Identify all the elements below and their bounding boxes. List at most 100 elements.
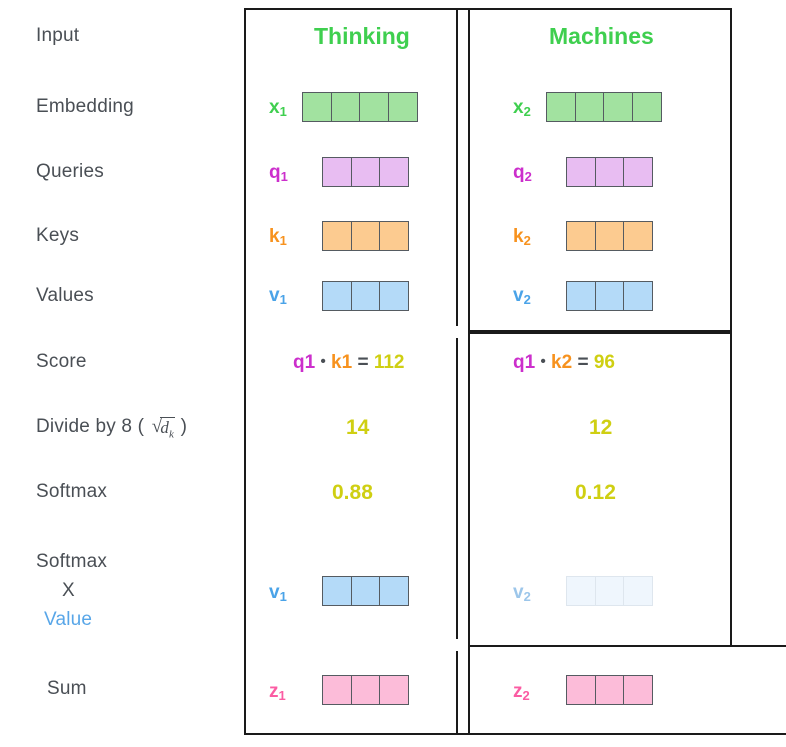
- vector-label-q1-name: q: [269, 162, 281, 183]
- vector-cell: [322, 157, 352, 187]
- vector-cell: [546, 92, 576, 122]
- score-k-term: k1: [331, 352, 352, 373]
- column-divider-lower: [468, 645, 470, 735]
- vector-cell: [350, 576, 381, 606]
- vector-cell: [566, 157, 596, 187]
- vector-label-v2-index: 2: [523, 292, 531, 307]
- vector-label-v1-index: 1: [279, 292, 287, 307]
- vector-cell: [566, 675, 596, 705]
- vector-cell: [350, 281, 381, 311]
- vector-label-k1: k1: [269, 226, 287, 248]
- vector-label-q2: q2: [513, 162, 532, 184]
- vector-label-v1-weighted: v1: [269, 582, 287, 604]
- score-k-index: 1: [341, 352, 353, 373]
- radical-sign: √: [151, 416, 163, 437]
- vector-label-v2-weighted: v2: [513, 582, 531, 604]
- vector-cell: [623, 221, 653, 251]
- vector-label-z2-index: 2: [522, 688, 530, 703]
- row-label-input: Input: [36, 25, 80, 46]
- vector-cells-v2-weighted: [566, 576, 653, 606]
- equals-sign: =: [577, 352, 589, 373]
- vector-label-x1: x1: [269, 97, 287, 119]
- divided-score-col2: 12: [589, 416, 613, 439]
- vector-label-k2-index: 2: [523, 233, 531, 248]
- vector-cell: [350, 221, 381, 251]
- vector-label-v1-name: v: [269, 285, 280, 306]
- softmax-value-line2: X: [62, 580, 75, 601]
- softmax-value-line3: Value: [44, 609, 93, 630]
- vector-cell: [594, 675, 625, 705]
- score-q-term: q1: [293, 352, 315, 373]
- score-k-index: 2: [561, 352, 573, 373]
- vector-cell: [322, 221, 352, 251]
- row-label-score: Score: [36, 351, 87, 372]
- vector-cell: [322, 281, 352, 311]
- vector-label-z2: z2: [513, 681, 530, 703]
- vector-label-x1-index: 1: [279, 104, 287, 119]
- vector-cell: [379, 576, 409, 606]
- vector-label-v2-name: v: [513, 285, 524, 306]
- thinking-column-outline: [244, 8, 470, 735]
- score-q-name: q: [293, 352, 305, 373]
- softmax-value-col1: 0.88: [332, 481, 373, 504]
- row-label-values: Values: [36, 285, 94, 306]
- vector-cell: [623, 157, 653, 187]
- vector-cell: [379, 221, 409, 251]
- score-k-term: k2: [551, 352, 572, 373]
- vector-label-k2: k2: [513, 226, 531, 248]
- vector-cell: [603, 92, 633, 122]
- score-k-name: k: [551, 352, 562, 373]
- vector-label-k1-name: k: [269, 226, 280, 247]
- score-q-index: 1: [304, 352, 316, 373]
- divided-score-col1: 14: [346, 416, 370, 439]
- vector-cell: [623, 576, 653, 606]
- vector-label-v2w-name: v: [513, 582, 524, 603]
- vector-cell: [350, 675, 381, 705]
- vector-cells-q2: [566, 157, 653, 187]
- row-label-keys: Keys: [36, 225, 80, 246]
- vector-cell: [379, 281, 409, 311]
- vector-cell: [594, 221, 625, 251]
- vector-cell: [623, 281, 653, 311]
- row-label-sum: Sum: [47, 678, 87, 699]
- vector-cell: [330, 92, 361, 122]
- row-label-softmax: Softmax: [36, 481, 108, 502]
- outline-merge-mask-1: [458, 10, 468, 330]
- vector-cell: [379, 675, 409, 705]
- vector-cells-k2: [566, 221, 653, 251]
- vector-label-z1-name: z: [269, 681, 279, 702]
- divide-suffix: ): [180, 416, 188, 437]
- vector-cell: [359, 92, 389, 122]
- row-label-softmax-times-value: Softmax X Value: [36, 547, 107, 634]
- column-header-thinking: Thinking: [314, 23, 410, 49]
- vector-cell: [594, 576, 625, 606]
- vector-cell: [350, 157, 381, 187]
- vector-cell: [322, 675, 352, 705]
- vector-label-v2w-index: 2: [523, 589, 531, 604]
- vector-label-k1-index: 1: [279, 233, 287, 248]
- vector-label-x2-index: 2: [523, 104, 531, 119]
- divide-prefix: Divide by 8 (: [36, 416, 145, 437]
- machines-upper-outline: [456, 8, 732, 332]
- column-header-machines: Machines: [549, 23, 654, 49]
- vector-cell: [566, 221, 596, 251]
- vector-label-x2-name: x: [513, 97, 524, 118]
- radicand: dk: [160, 417, 176, 440]
- score-q-term: q1: [513, 352, 535, 373]
- vector-cells-v1-weighted: [322, 576, 409, 606]
- score-q-index: 1: [524, 352, 536, 373]
- vector-cell: [574, 92, 605, 122]
- vector-label-v2: v2: [513, 285, 531, 307]
- vector-cell: [631, 92, 662, 122]
- vector-label-q2-index: 2: [524, 169, 532, 184]
- radicand-base: d: [160, 418, 170, 437]
- vector-label-x2: x2: [513, 97, 531, 119]
- vector-cells-v2: [566, 281, 653, 311]
- vector-label-q1-index: 1: [280, 169, 288, 184]
- sqrt-dk: √dk: [150, 416, 176, 440]
- equals-sign: =: [357, 352, 369, 373]
- vector-cell: [594, 157, 625, 187]
- outline-merge-mask-3: [458, 647, 468, 733]
- vector-label-z1: z1: [269, 681, 286, 703]
